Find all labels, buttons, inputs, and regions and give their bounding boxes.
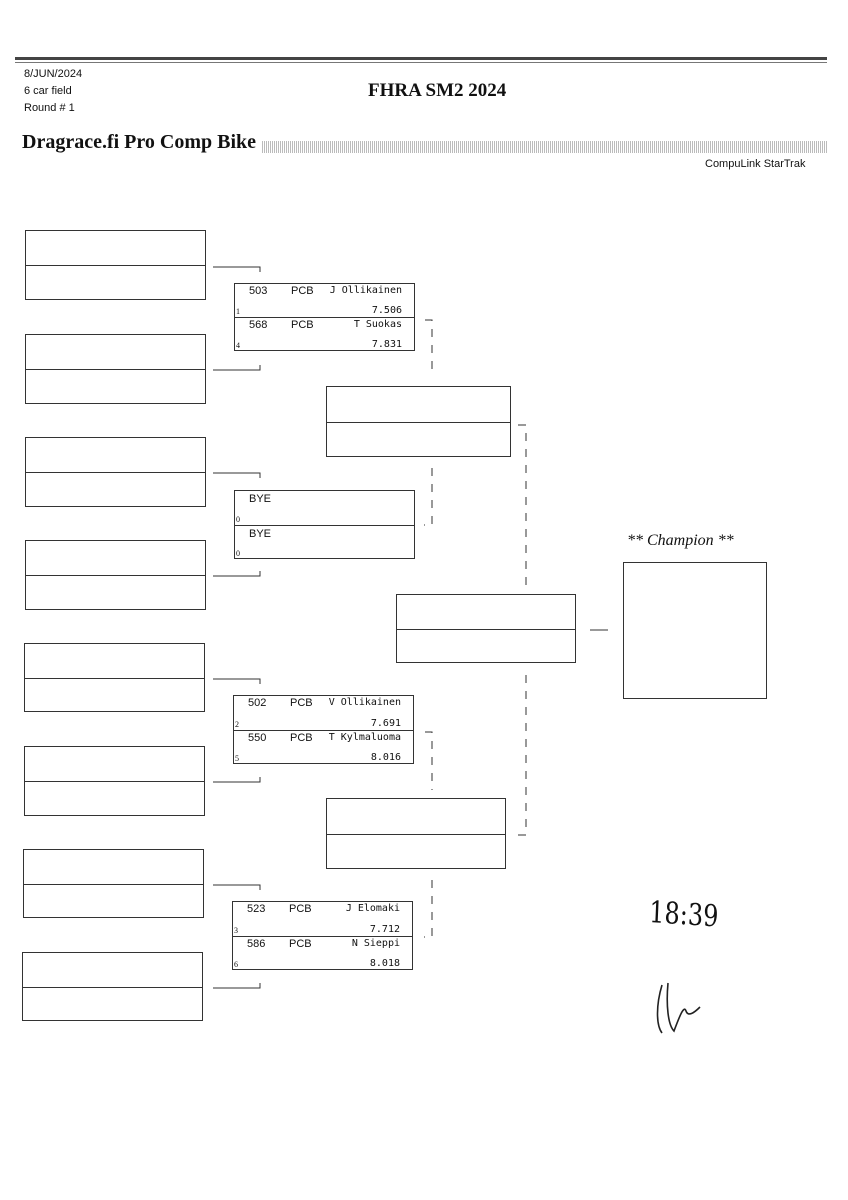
bye-label: BYE (249, 493, 272, 505)
semifinal-2 (326, 798, 506, 869)
class-title: Dragrace.fi Pro Comp Bike (22, 131, 257, 153)
empty-slot-6 (24, 746, 205, 816)
empty-slot-1 (25, 230, 206, 300)
empty-slot-2 (25, 334, 206, 404)
field-size: 6 car field (24, 85, 72, 97)
bye-label: BYE (249, 527, 272, 540)
event-title: FHRA SM2 2024 (368, 80, 507, 101)
seed: 0 (236, 514, 240, 524)
title-shading (262, 141, 827, 153)
seed: 2 (235, 719, 239, 729)
racer-name: T Suokas (353, 319, 402, 330)
empty-slot-3 (25, 437, 206, 507)
seed: 3 (234, 925, 238, 935)
racer-name: V Ollikainen (328, 697, 401, 708)
final (396, 594, 576, 663)
seed: 5 (235, 754, 239, 763)
date: 8/JUN/2024 (24, 68, 83, 80)
elapsed-time: 8.018 (369, 958, 400, 969)
class: PCB (291, 285, 314, 297)
number: 568 (249, 319, 268, 331)
software-label: CompuLink StarTrak (705, 158, 806, 170)
champion-box (623, 562, 767, 699)
racer-name: N Sieppi (351, 937, 400, 949)
number: 586 (247, 937, 266, 950)
elapsed-time: 7.506 (371, 305, 402, 316)
handwritten-signature (656, 982, 701, 1034)
top-rule-thin (15, 62, 827, 63)
seed: 1 (236, 307, 240, 316)
seed: 6 (234, 960, 238, 969)
class: PCB (289, 937, 312, 950)
elapsed-time: 7.691 (370, 717, 401, 729)
racer-name: J Elomaki (345, 903, 400, 914)
handwritten-time: 18:39 (648, 895, 720, 935)
champion-label: ** Champion ** (627, 532, 734, 549)
number: 550 (248, 731, 267, 744)
number: 523 (247, 903, 266, 915)
elapsed-time: 8.016 (370, 752, 401, 763)
empty-slot-4 (25, 540, 206, 610)
semifinal-1 (326, 386, 511, 457)
elapsed-time: 7.831 (371, 339, 402, 350)
match-2: BYE 0 BYE 0 (234, 490, 415, 559)
round: Round # 1 (24, 102, 75, 114)
class: PCB (291, 319, 314, 331)
racer-name: T Kylmaluoma (328, 731, 401, 743)
number: 502 (248, 697, 267, 709)
class: PCB (290, 731, 313, 744)
empty-slot-5 (24, 643, 205, 712)
top-rule (15, 57, 827, 60)
seed: 0 (236, 549, 240, 558)
empty-slot-7 (23, 849, 204, 918)
seed: 4 (236, 341, 240, 350)
empty-slot-8 (22, 952, 203, 1021)
racer-name: J Ollikainen (329, 285, 402, 296)
elapsed-time: 7.712 (369, 923, 400, 935)
number: 503 (249, 285, 268, 297)
class: PCB (289, 903, 312, 915)
class: PCB (290, 697, 313, 709)
